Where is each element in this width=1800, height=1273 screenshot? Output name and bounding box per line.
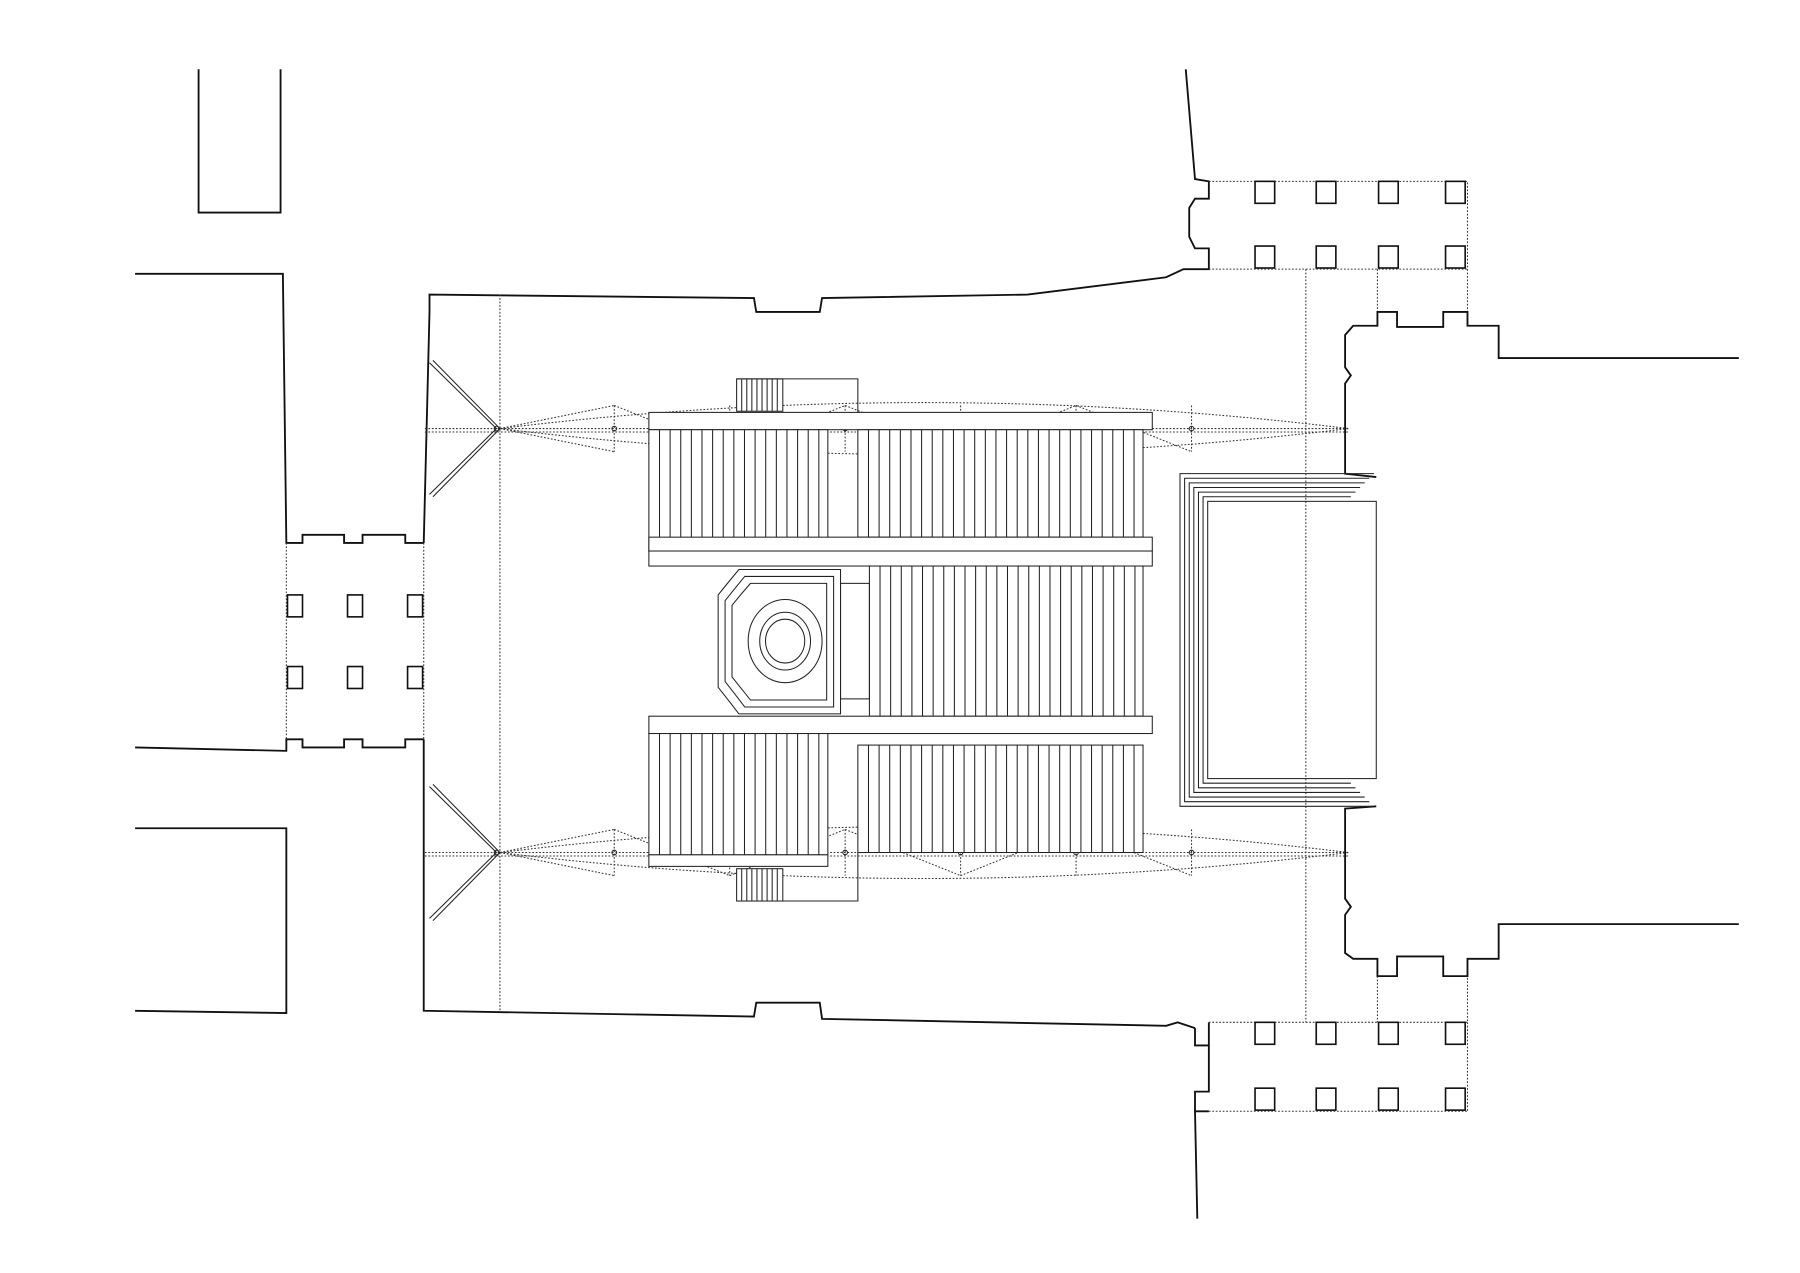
seating-block [736, 378, 784, 412]
pier [406, 665, 424, 690]
tie-rod [432, 360, 501, 498]
truss-node [611, 849, 618, 856]
pier [1315, 1021, 1337, 1046]
left-buildings [135, 69, 425, 1015]
seating-block [857, 429, 1144, 538]
tie-rod [429, 786, 498, 919]
stage-step [1188, 482, 1365, 798]
hall-walls [422, 268, 1307, 1029]
stage-floor [1207, 500, 1377, 780]
stage-step [1184, 477, 1370, 803]
truss-node [842, 849, 848, 856]
seating-block [648, 733, 829, 856]
seating-block [736, 868, 784, 902]
tie-rod [432, 783, 501, 922]
pier [286, 594, 304, 618]
stair-landing [736, 852, 859, 902]
aisle-band [648, 854, 829, 867]
left-portico-piers [286, 594, 424, 690]
pier [1444, 1021, 1466, 1046]
stair-landing [736, 378, 859, 413]
right-portico-piers [1254, 180, 1466, 1111]
truss-node [1188, 425, 1195, 432]
pier [1377, 180, 1400, 205]
truss-diagonal [499, 828, 615, 854]
aisle-band [648, 715, 1153, 735]
seating-blocks [648, 378, 1153, 902]
aisle-band [648, 411, 1153, 431]
pier [1444, 180, 1466, 205]
aisle-band [648, 536, 1153, 552]
pier [1444, 245, 1466, 269]
truss-node [493, 849, 500, 856]
octagonal-ornament [717, 568, 870, 715]
aisle-band [648, 550, 1153, 567]
pier [1315, 245, 1337, 269]
pier [1444, 1087, 1466, 1111]
pier [1377, 1087, 1400, 1111]
truss-node [1188, 849, 1195, 856]
pier [1377, 1021, 1400, 1046]
pier [1377, 245, 1400, 269]
seating-block [868, 565, 1144, 717]
stage-step [1202, 496, 1351, 784]
stage-step [1193, 486, 1361, 793]
pier [346, 594, 364, 618]
pier [1254, 1021, 1276, 1046]
seating-block [648, 429, 829, 552]
truss-diagonal [499, 428, 615, 453]
pier [346, 665, 364, 690]
stage-step [1179, 473, 1374, 807]
pier [406, 594, 424, 618]
truss-diagonal [499, 404, 615, 430]
stage-step [1197, 491, 1356, 789]
pier [286, 665, 304, 690]
pier [1254, 245, 1276, 269]
pier [1254, 180, 1276, 205]
seating-block [857, 744, 1144, 854]
pier [1254, 1087, 1276, 1111]
right-buildings [1184, 69, 1739, 1219]
pier [1315, 1087, 1337, 1111]
stage-platform [1179, 473, 1377, 807]
truss-node [611, 425, 618, 432]
truss-diagonal [499, 852, 615, 877]
truss-node [493, 425, 500, 432]
tie-rod [429, 362, 498, 495]
pier [1315, 180, 1337, 205]
